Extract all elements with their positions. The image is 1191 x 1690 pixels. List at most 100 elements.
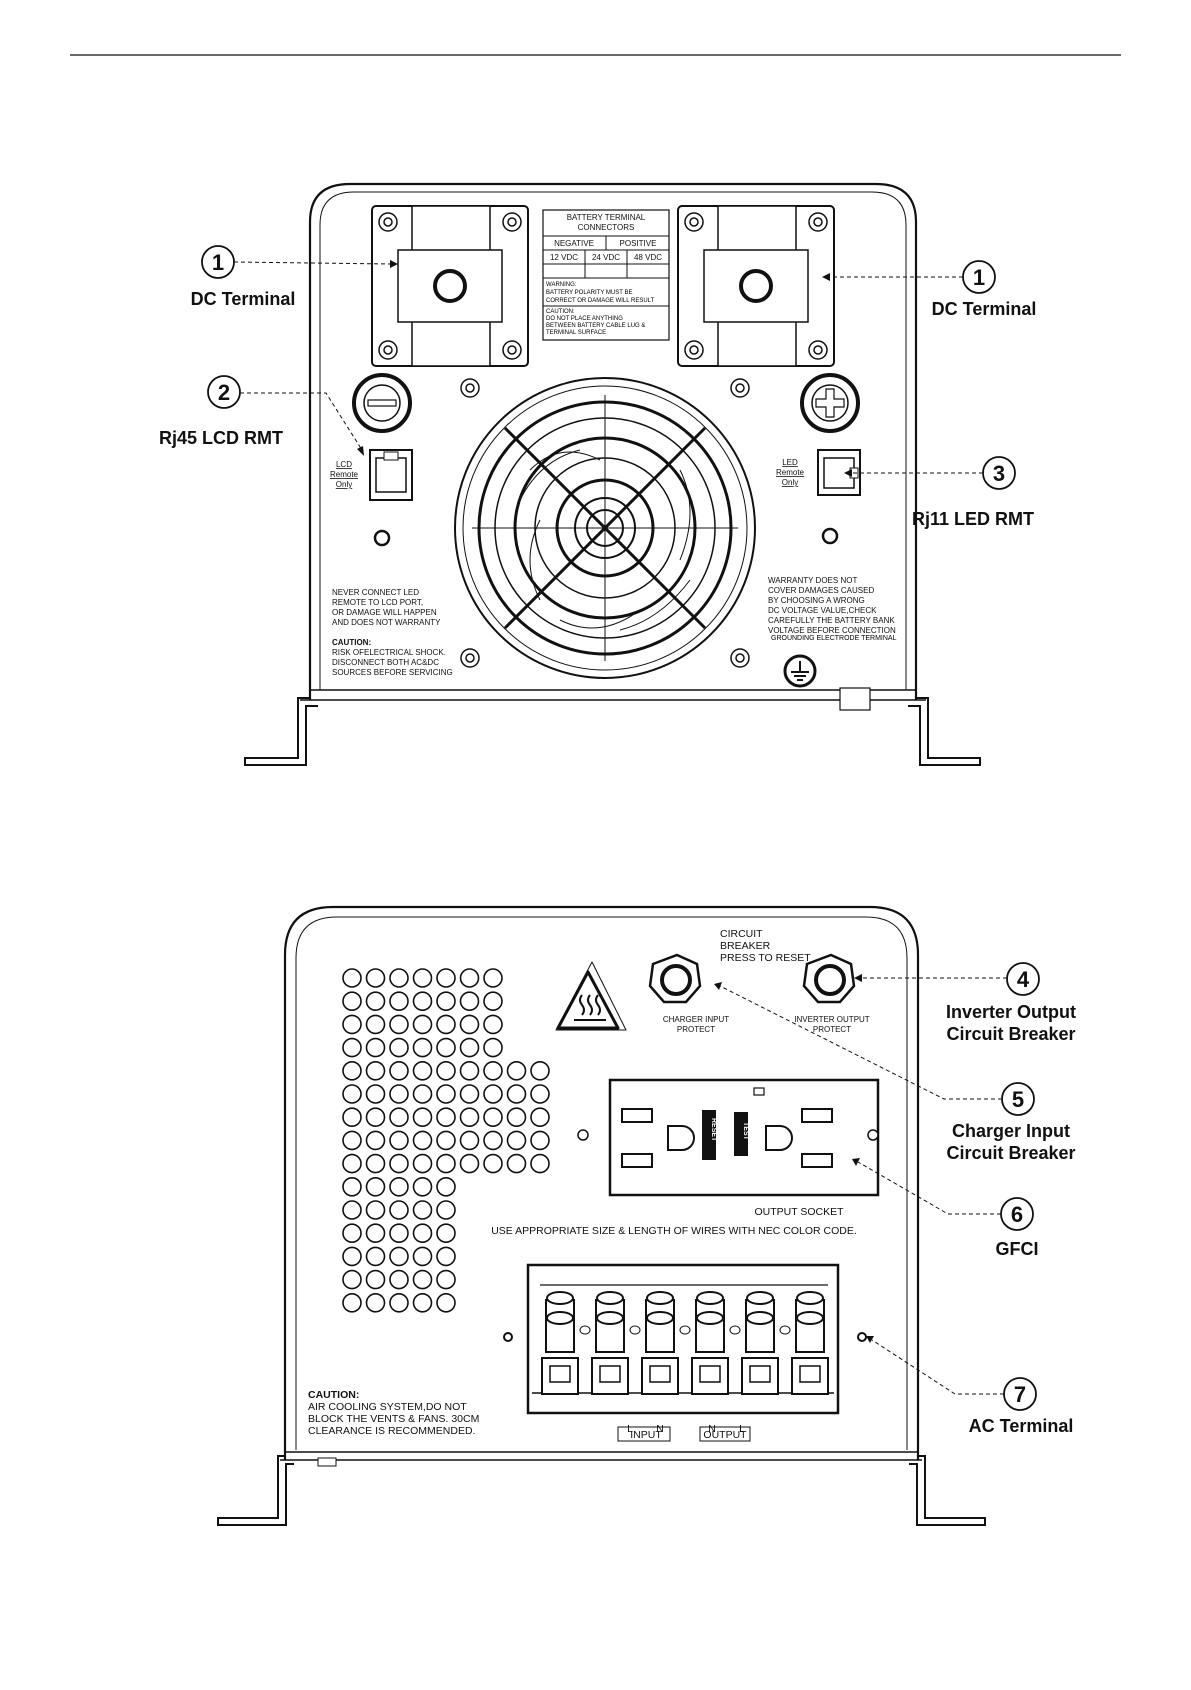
led-port-label-2: Remote: [776, 468, 805, 477]
breaker-title-3: PRESS TO RESET: [720, 952, 811, 964]
vent-hole: [412, 991, 433, 1012]
gfci-test-button[interactable]: TEST: [734, 1112, 749, 1156]
negative-cap: [352, 373, 412, 433]
vent-hole: [412, 968, 433, 988]
terminal-label-L1: L: [627, 1423, 633, 1435]
rear-caution-1: CAUTION:: [308, 1389, 359, 1401]
vent-grid: [342, 968, 550, 1313]
callout-7: 7 AC Terminal: [866, 1336, 1073, 1436]
left-notice-2: REMOTE TO LCD PORT,: [332, 598, 423, 607]
vent-hole: [412, 1177, 433, 1197]
ground-tab: [839, 687, 871, 711]
vent-hole: [365, 1130, 386, 1151]
vent-hole: [483, 991, 503, 1012]
vent-hole: [459, 1061, 480, 1081]
charger-protect-2: PROTECT: [677, 1025, 715, 1034]
terminal-label-L2: L: [739, 1423, 745, 1435]
callout-1-right-number: 1: [973, 265, 985, 290]
vent-hole: [436, 1269, 456, 1290]
vent-hole: [412, 1130, 433, 1151]
reset-label: RESET: [710, 1118, 717, 1142]
vent-hole: [436, 991, 456, 1012]
vent-hole: [389, 968, 409, 988]
warning-line-3: CORRECT OR DAMAGE WILL RESULT: [546, 298, 655, 304]
breaker-title-2: BREAKER: [720, 940, 771, 952]
callout-7-number: 7: [1014, 1382, 1026, 1407]
dc-terminal-left: [371, 205, 529, 367]
hot-surface-icon: [555, 961, 627, 1031]
rj45-port[interactable]: [369, 449, 413, 501]
front-screw-right: [821, 527, 839, 545]
inverter-protect-2: PROTECT: [813, 1025, 851, 1034]
ac-terminal-post: [591, 1291, 629, 1395]
vent-hole: [412, 1107, 433, 1127]
lcd-port-label-3: Only: [336, 480, 352, 489]
rear-caution-3: BLOCK THE VENTS & FANS. 30CM: [308, 1413, 479, 1425]
ground-icon: [783, 654, 817, 688]
lcd-port-label-1: LCD: [336, 460, 352, 469]
vent-hole: [412, 1223, 433, 1243]
vent-hole: [365, 1269, 386, 1290]
vent-hole: [459, 1130, 480, 1151]
charger-input-breaker[interactable]: [648, 953, 702, 1004]
vent-hole: [412, 1014, 433, 1035]
callout-3-label: Rj11 LED RMT: [912, 509, 1034, 529]
caution-line-2: DO NOT PLACE ANYTHING: [546, 316, 623, 322]
callout-2-label: Rj45 LCD RMT: [159, 428, 283, 448]
vent-hole: [530, 1153, 550, 1174]
callout-5: 5 Charger Input Circuit Breaker: [714, 982, 1076, 1163]
vent-hole: [389, 1061, 409, 1081]
ac-terminal-part: [646, 1291, 674, 1305]
vent-hole: [365, 1061, 386, 1081]
vent-hole: [436, 968, 456, 988]
ac-terminal-divider: [579, 1325, 591, 1335]
vent-hole: [412, 1037, 433, 1058]
vent-hole: [342, 968, 362, 988]
vent-hole: [459, 1153, 480, 1174]
callout-1-right: 1 DC Terminal: [822, 260, 1036, 319]
lcd-port-label-2: Remote: [330, 470, 359, 479]
vent-hole: [365, 1223, 386, 1243]
front-foot-right: [908, 697, 981, 766]
output-socket-label: OUTPUT SOCKET: [754, 1206, 844, 1218]
led-port-label-3: Only: [782, 478, 798, 487]
gfci-reset-button[interactable]: RESET: [702, 1110, 717, 1160]
vent-hole: [412, 1200, 433, 1220]
breaker-title-1: CIRCUIT: [720, 928, 763, 940]
warning-line-2: BATTERY POLARITY MUST BE: [546, 290, 632, 296]
vent-hole: [459, 1037, 480, 1058]
led-port-label-1: LED: [782, 458, 798, 467]
inverter-output-breaker[interactable]: [802, 953, 856, 1004]
vent-hole: [459, 991, 480, 1012]
ac-terminal-part: [596, 1311, 624, 1325]
front-panel: BATTERY TERMINAL CONNECTORS NEGATIVE POS…: [244, 182, 981, 766]
vent-hole: [436, 1293, 456, 1313]
vent-hole: [459, 1107, 480, 1127]
callout-4-number: 4: [1017, 967, 1030, 992]
rear-panel: CIRCUIT BREAKER PRESS TO RESET CHARGER I…: [217, 905, 986, 1526]
vent-hole: [365, 1037, 386, 1058]
vent-hole: [412, 1061, 433, 1081]
inverter-protect-1: INVERTER OUTPUT: [794, 1015, 870, 1024]
vent-hole: [530, 1107, 550, 1127]
right-notice-6: VOLTAGE BEFORE CONNECTION: [768, 626, 896, 635]
vent-hole: [436, 1153, 456, 1174]
callout-3-number: 3: [993, 461, 1005, 486]
vent-hole: [436, 1223, 456, 1243]
callout-1-left-number: 1: [212, 250, 224, 275]
vent-hole: [483, 1061, 503, 1081]
right-notice-4: DC VOLTAGE VALUE,CHECK: [768, 606, 877, 615]
ac-terminal-divider: [679, 1325, 691, 1335]
vent-hole: [459, 1014, 480, 1035]
callout-2: 2 Rj45 LCD RMT: [159, 375, 364, 456]
right-notice-5: CAREFULLY THE BATTERY BANK: [768, 616, 895, 625]
cooling-fan: [454, 377, 756, 679]
terminal-label-N1: N: [656, 1423, 664, 1435]
ac-terminal-part: [796, 1291, 824, 1305]
input-label: INPUT: [630, 1429, 662, 1441]
caution-line-4: TERMINAL SURFACE: [546, 330, 606, 336]
vent-hole: [342, 1130, 362, 1151]
ac-terminal-part: [799, 1365, 821, 1383]
ac-terminal-post: [791, 1291, 829, 1395]
vent-hole: [530, 1084, 550, 1104]
